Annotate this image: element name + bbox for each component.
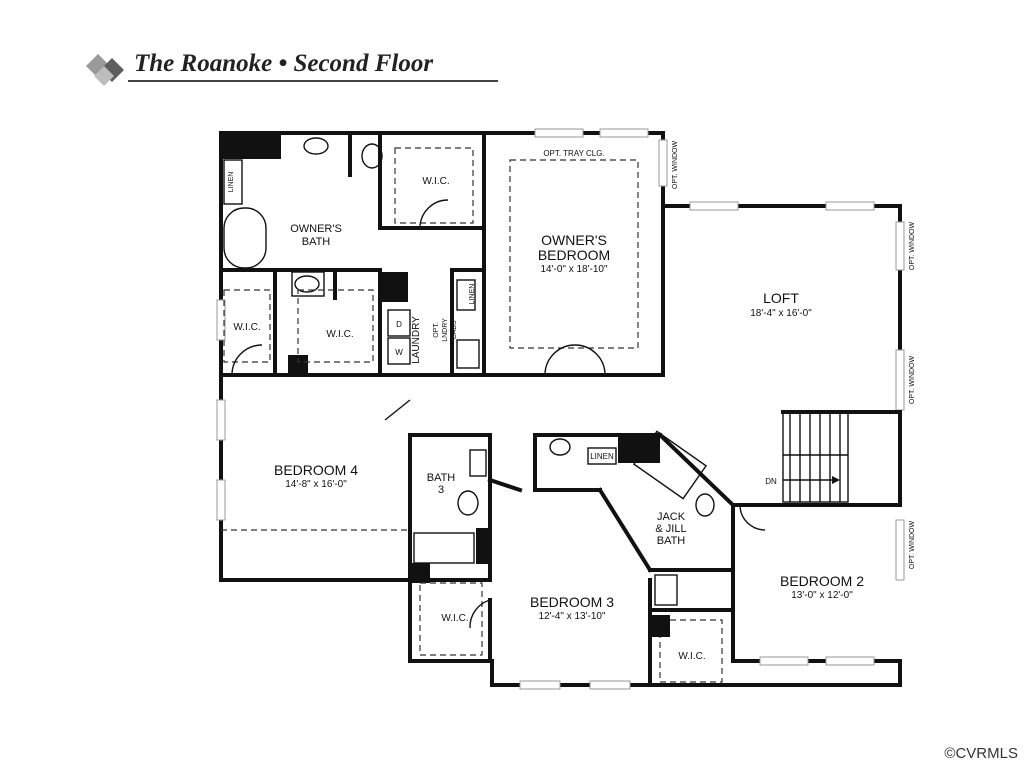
bedroom-3-label: BEDROOM 3 — [530, 594, 614, 610]
feature-labels: OPT. TRAY CLG. W.I.C. W.I.C. W.I.C. W.I.… — [228, 140, 916, 662]
bedroom-4-label: BEDROOM 4 — [274, 462, 358, 478]
loft-dims: 18'-4" x 16'-0" — [750, 308, 812, 319]
wic-bedroom-3-label: W.I.C. — [441, 613, 468, 624]
wic-owners-closet-label: W.I.C. — [422, 176, 449, 187]
title-underline — [128, 80, 498, 82]
wic-jack-jill-label: W.I.C. — [678, 651, 705, 662]
bedroom-2-dims: 13'-0" x 12'-0" — [791, 590, 853, 601]
opt-window-bedroom-2-label: OPT. WINDOW — [909, 520, 916, 569]
dryer-label: D — [396, 320, 402, 329]
owners-bath-label: OWNER'S — [290, 223, 342, 235]
bedroom-4-dims: 14'-8" x 16'-0" — [285, 479, 347, 490]
jack-jill-label-2: & JILL — [655, 523, 686, 535]
bedroom-2-label: BEDROOM 2 — [780, 573, 864, 589]
laundry-label: LAUNDRY — [411, 316, 422, 364]
exterior-walls — [216, 128, 905, 690]
copyright-notice: ©CVRMLS — [944, 745, 1018, 762]
bedroom-3-dims: 12'-4" x 13'-10" — [538, 611, 606, 622]
opt-lndry-cabs-2: LNDRY — [442, 318, 449, 342]
owners-bath-label-2: BATH — [302, 236, 331, 248]
staircase — [781, 410, 902, 503]
wic-left-label: W.I.C. — [233, 322, 260, 333]
opt-lndry-cabs-3: CABS — [451, 320, 458, 339]
bath-3-label: BATH — [427, 472, 456, 484]
opt-window-loft-upper-label: OPT. WINDOW — [909, 221, 916, 270]
jack-jill-label: JACK — [657, 511, 686, 523]
washer-label: W — [395, 348, 403, 357]
linen-jack-jill-label: LINEN — [590, 452, 614, 461]
stairs-down-label: DN — [765, 477, 777, 486]
jack-jill-walls — [533, 430, 766, 663]
plan-title-block: The Roanoke • Second Floor — [84, 46, 504, 90]
linen-laundry-label: LINEN — [469, 284, 476, 305]
opt-lndry-cabs-1: OPT. — [433, 322, 440, 338]
diamond-logo-icon — [86, 54, 124, 86]
owners-bedroom-label-2: BEDROOM — [538, 247, 610, 263]
owners-bedroom-dims: 14'-0" x 18'-10" — [540, 264, 608, 275]
loft-label: LOFT — [763, 290, 799, 306]
jack-jill-label-3: BATH — [657, 535, 686, 547]
opt-window-loft-lower-label: OPT. WINDOW — [909, 355, 916, 404]
room-labels: OWNER'S BATH OWNER'S BEDROOM 14'-0" x 18… — [274, 223, 864, 622]
linen-bath-label: LINEN — [228, 172, 235, 193]
opt-window-owners-label: OPT. WINDOW — [672, 140, 679, 189]
owners-bedroom-label: OWNER'S — [541, 232, 607, 248]
opt-tray-label: OPT. TRAY CLG. — [543, 149, 604, 158]
owners-suite-walls — [219, 131, 665, 377]
wic-middle-label: W.I.C. — [326, 329, 353, 340]
bath-3-label-2: 3 — [438, 484, 444, 496]
page-title: The Roanoke • Second Floor — [134, 50, 434, 77]
